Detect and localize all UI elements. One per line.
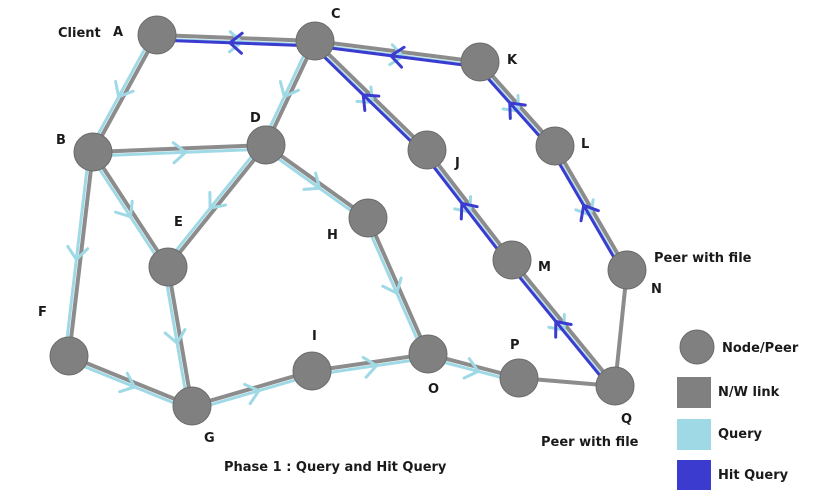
client-label: Client [58, 26, 101, 41]
hit-query-paths [156, 31, 624, 391]
node-h [348, 198, 388, 238]
node-c [295, 21, 335, 61]
query-path-b-f [63, 151, 91, 356]
node-l [535, 126, 575, 166]
node-label-g: G [204, 431, 215, 446]
node-b [73, 132, 113, 172]
node-g [172, 386, 212, 426]
query-paths [63, 30, 625, 412]
query-path-b-e [88, 153, 166, 271]
node-label-n: N [651, 282, 662, 297]
hit-arrow-k-c [389, 45, 406, 69]
hit-path-m-j [421, 152, 510, 264]
legend-link-label: N/W link [718, 385, 780, 400]
hit-path-k-c [314, 44, 480, 69]
query-arrow-b-f [66, 244, 90, 261]
query-path-e-g [162, 267, 190, 407]
query-arrow-g-i [243, 382, 261, 406]
node-n [607, 250, 647, 290]
hit-arrow-n-l [579, 203, 600, 223]
node-label-p: P [510, 338, 520, 353]
legend-query-label: Query [718, 427, 763, 442]
hit-arrow-q-m [554, 320, 573, 339]
peer-with-file-label-n: Peer with file [654, 251, 752, 266]
node-i [292, 351, 332, 391]
peer-with-file-label-q: Peer with file [541, 435, 639, 450]
hit-arrow-j-c [361, 93, 381, 112]
node-label-l: L [581, 137, 590, 152]
query-path-i-o [312, 356, 429, 377]
query-path-a-b [88, 32, 155, 151]
legend [677, 329, 715, 490]
query-arrow-b-d [171, 141, 188, 165]
node-p [499, 358, 539, 398]
query-path-f-g [66, 358, 192, 412]
hit-path-n-l [549, 147, 624, 274]
node-label-m: M [538, 260, 551, 275]
node-label-a: A [113, 25, 124, 40]
query-arrow-f-g [118, 371, 137, 394]
hit-arrow-l-k [508, 101, 527, 120]
query-arrow-i-o [361, 355, 379, 379]
node-d [246, 125, 286, 165]
node-label-f: F [38, 305, 47, 320]
query-arrow-o-p [462, 357, 480, 380]
query-path-c-d [261, 38, 313, 144]
node-label-k: K [507, 53, 518, 68]
query-arrow-d-e [208, 191, 227, 210]
query-arrow-a-b [114, 80, 135, 99]
hit-arrow-m-j [459, 201, 479, 221]
hit-path-q-m [506, 262, 613, 391]
diagram-caption: Phase 1 : Query and Hit Query [224, 460, 447, 475]
query-path-d-e [163, 141, 265, 266]
hit-path-j-c [310, 43, 425, 155]
node-label-i: I [312, 329, 317, 344]
query-arrow-e-g [163, 328, 187, 345]
network-links [67, 33, 629, 408]
node-k [460, 42, 500, 82]
node-label-d: D [250, 111, 261, 126]
node-q [595, 366, 635, 406]
query-path-g-i [192, 373, 314, 412]
node-label-c: C [331, 7, 341, 22]
query-arrow-d-h [302, 171, 322, 191]
legend-hit-label: Hit Query [718, 468, 789, 483]
legend-link-swatch [677, 377, 711, 408]
query-arrow-b-e [113, 199, 134, 219]
node-label-e: E [174, 215, 183, 230]
node-e [148, 247, 188, 287]
hit-arrow-c-a [228, 31, 244, 55]
node-label-h: H [327, 228, 338, 243]
query-arrow-c-d [278, 80, 300, 99]
node-f [49, 336, 89, 376]
node-label-b: B [56, 133, 66, 148]
hit-path-c-a [156, 38, 315, 48]
network-nodes [49, 15, 647, 426]
node-j [407, 130, 447, 170]
node-m [492, 240, 532, 280]
node-label-o: O [428, 382, 440, 397]
query-path-d-h [262, 147, 367, 223]
query-path-b-d [93, 147, 267, 158]
node-o [408, 334, 448, 374]
query-path-h-o [362, 219, 426, 357]
legend-query-swatch [677, 419, 711, 450]
node-label-q: Q [621, 412, 633, 427]
legend-hit-swatch [677, 460, 711, 490]
query-arrow-h-o [381, 276, 403, 295]
legend-node-label: Node/Peer [722, 341, 799, 356]
node-a [137, 15, 177, 55]
node-label-j: J [455, 156, 460, 171]
legend-node-swatch [679, 329, 715, 365]
